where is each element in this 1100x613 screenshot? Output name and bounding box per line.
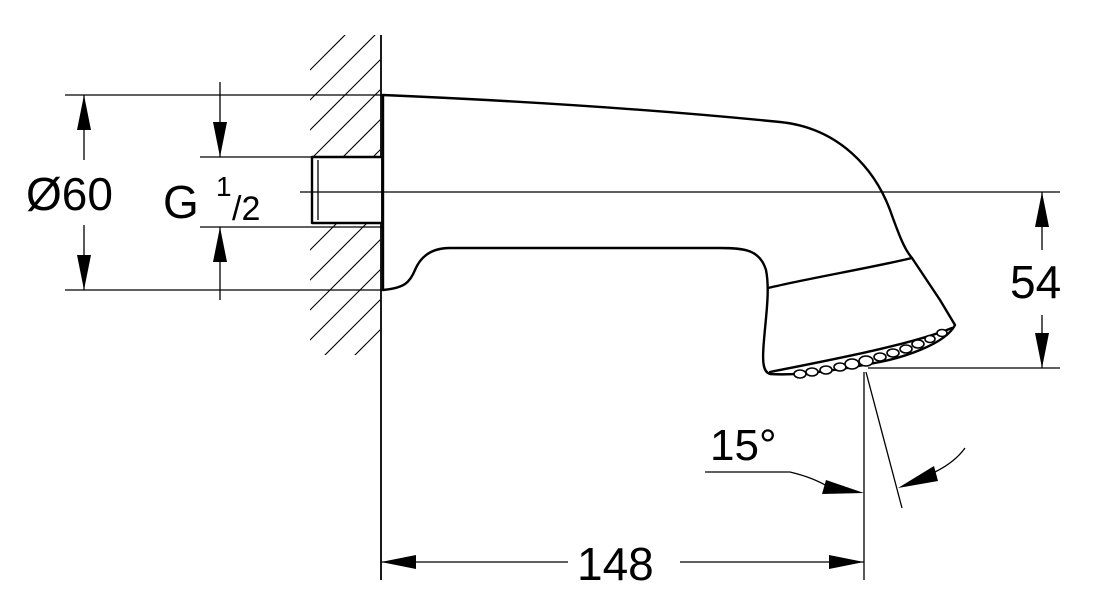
thread-dimension	[200, 82, 383, 300]
angle-dimension	[705, 371, 966, 580]
length-label: 148	[577, 538, 654, 590]
thread-label-denominator: /2	[232, 190, 260, 228]
diameter-label: Ø60	[26, 168, 113, 220]
thread-label-numerator: 1	[216, 171, 232, 202]
height-dimension	[868, 192, 1060, 369]
angle-label: 15°	[710, 421, 777, 470]
spray-nozzles	[793, 328, 948, 379]
thread-connector	[310, 155, 383, 225]
thread-label-g: G	[163, 176, 199, 228]
spout-body	[381, 93, 957, 379]
length-dimension	[381, 555, 864, 569]
diameter-dimension	[65, 94, 383, 291]
height-label: 54	[1010, 256, 1061, 308]
